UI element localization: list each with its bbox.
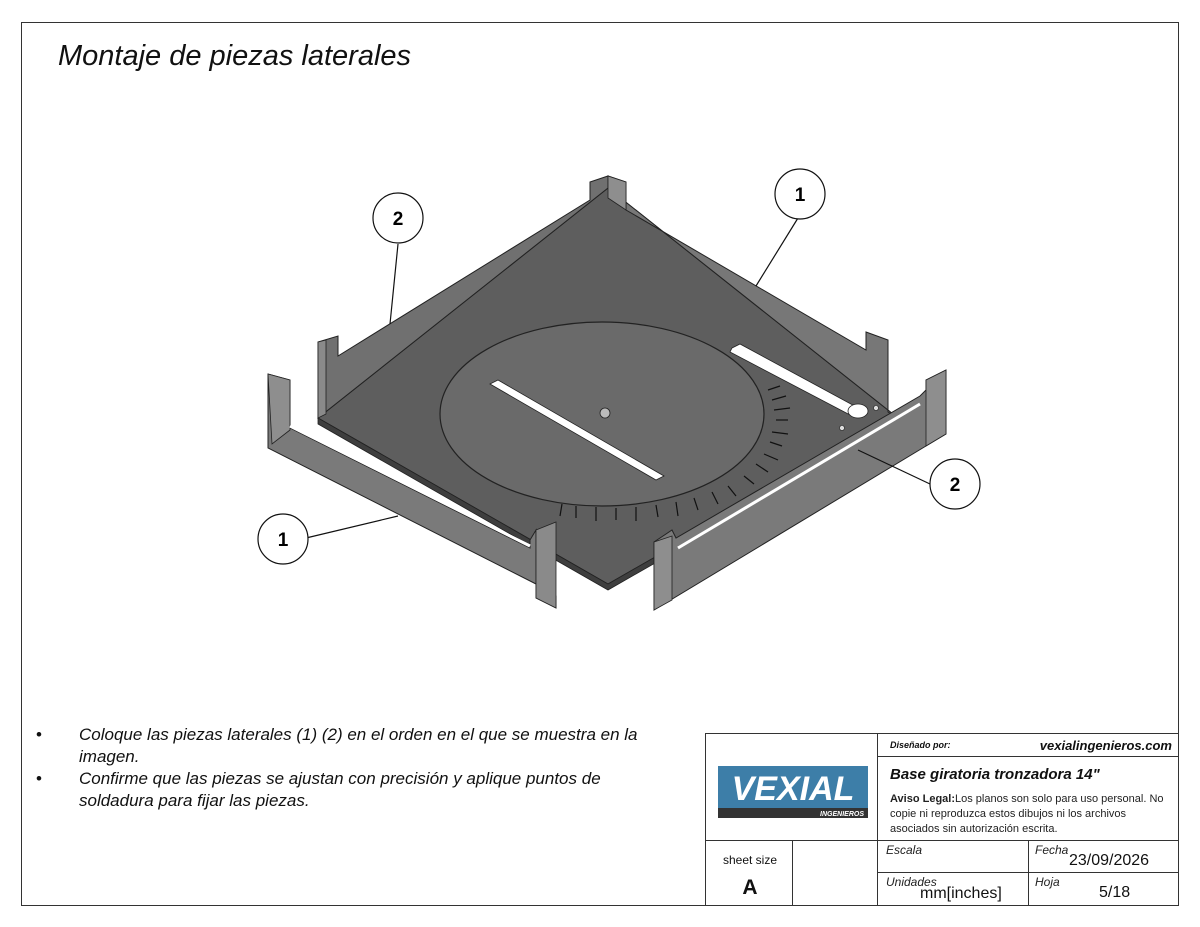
assembly-notes: • Coloque las piezas laterales (1) (2) e… [36, 724, 676, 812]
callout-label: 2 [950, 475, 961, 496]
units-label: Unidades [886, 875, 937, 889]
designed-by-row: Diseñado por: vexialingenieros.com [878, 734, 1178, 757]
leader-c2-right [857, 449, 931, 485]
sheet-number-label: Hoja [1035, 875, 1060, 889]
leader-c1-left [305, 515, 399, 539]
note-text: Confirme que las piezas se ajustan con p… [79, 769, 601, 810]
callout-c2-left: 2 [372, 192, 424, 244]
leader-c2-left [389, 243, 399, 325]
project-title: Base giratoria tronzadora 14" [890, 766, 1100, 783]
callout-c1-left: 1 [257, 513, 309, 565]
sheet-size-label: sheet size [722, 853, 778, 867]
units-value: mm[inches] [920, 885, 1002, 902]
legal-text: Los planos son solo para uso personal. N… [890, 793, 1164, 835]
leader-c1-top [755, 217, 799, 287]
disc-center-hole [599, 407, 611, 419]
legal-notice: Aviso Legal:Los planos son solo para uso… [890, 792, 1175, 837]
scale-label: Escala [886, 843, 923, 857]
logo-subtext: INGENIEROS [820, 811, 864, 818]
designed-by-value: vexialingenieros.com [1039, 738, 1172, 753]
project-info-cell: Diseñado por: vexialingenieros.com Base … [877, 733, 1179, 841]
date-cell: Fecha 23/09/2026 [1028, 840, 1179, 873]
sheet-size-value: A [742, 876, 758, 899]
bullet: • [36, 769, 42, 788]
legal-label: Aviso Legal: [890, 793, 955, 805]
sheet-size-cell: sheet size A [705, 840, 793, 906]
scale-cell: Escala [877, 840, 1029, 873]
page-title: Montaje de piezas laterales [58, 40, 412, 72]
date-label: Fecha [1035, 843, 1069, 857]
designed-by-label: Diseñado por: [890, 740, 951, 750]
date-value: 23/09/2026 [1069, 852, 1150, 869]
callout-c1-top: 1 [774, 168, 826, 220]
callout-label: 1 [795, 185, 806, 206]
note-text: Coloque las piezas laterales (1) (2) en … [79, 725, 638, 766]
drawing-sheet-border [21, 22, 1179, 906]
title-block: VEXIAL INGENIEROS Diseñado por: vexialin… [705, 733, 1179, 906]
note-item: • Confirme que las piezas se ajustan con… [36, 768, 676, 812]
sheet-number-value: 5/18 [1099, 884, 1131, 901]
bullet: • [36, 725, 42, 744]
logo-wordmark: VEXIAL [732, 770, 855, 808]
logo-cell: VEXIAL INGENIEROS [705, 733, 878, 841]
sheet-number-cell: Hoja 5/18 [1028, 872, 1179, 906]
callout-label: 2 [393, 209, 404, 230]
callout-c2-right: 2 [929, 458, 981, 510]
note-item: • Coloque las piezas laterales (1) (2) e… [36, 724, 676, 768]
units-cell: Unidades mm[inches] [877, 872, 1029, 906]
callout-label: 1 [278, 530, 289, 551]
blank-cell [792, 840, 878, 906]
angle-scale-ticks [559, 385, 791, 521]
company-logo: VEXIAL INGENIEROS [718, 766, 868, 818]
disc-slot [489, 379, 665, 481]
